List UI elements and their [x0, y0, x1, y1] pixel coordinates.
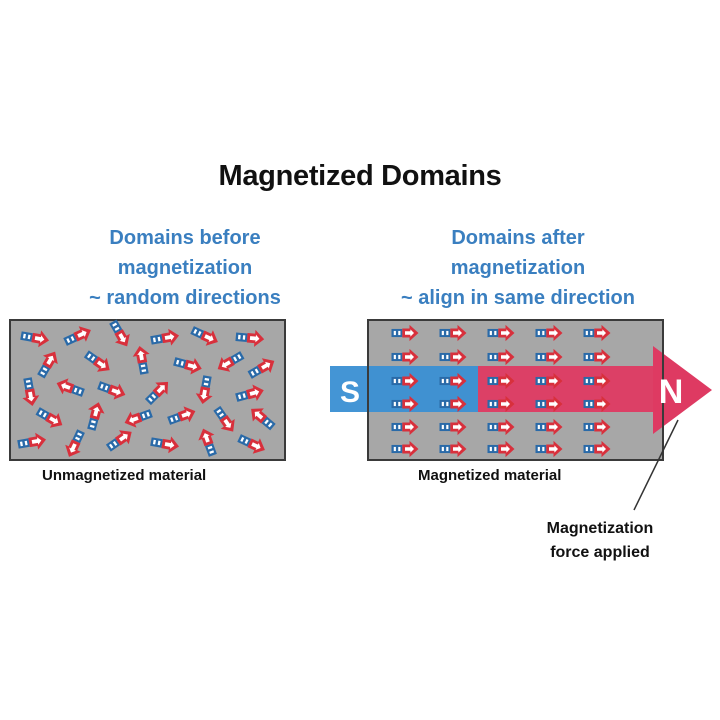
force-label-line-2: force applied: [550, 544, 650, 561]
force-pointer-line: [633, 419, 679, 511]
left-caption-line-3: ~ random directions: [89, 287, 281, 309]
magnetized-material-label: Magnetized material: [418, 467, 562, 484]
right-caption-line-3: ~ align in same direction: [401, 287, 635, 309]
diagram-title: Magnetized Domains: [218, 160, 502, 192]
unmagnetized-material-box: [9, 319, 286, 461]
left-caption-line-2: magnetization: [117, 257, 253, 279]
right-caption-line-2: magnetization: [450, 257, 586, 279]
force-label-line-1: Magnetization: [546, 520, 654, 537]
right-caption: Domains after magnetization ~ align in s…: [368, 223, 668, 313]
magnetization-force-arrow: [653, 346, 712, 434]
left-caption: Domains before magnetization ~ random di…: [35, 223, 335, 313]
south-pole-label: S: [340, 376, 360, 409]
magnetized-material-outline: [367, 319, 664, 461]
north-pole-label: N: [659, 373, 684, 411]
right-caption-line-1: Domains after: [451, 227, 585, 249]
unmagnetized-material-label: Unmagnetized material: [42, 467, 207, 484]
magnetization-force-label: Magnetization force applied: [520, 517, 680, 565]
left-caption-line-1: Domains before: [109, 227, 261, 249]
